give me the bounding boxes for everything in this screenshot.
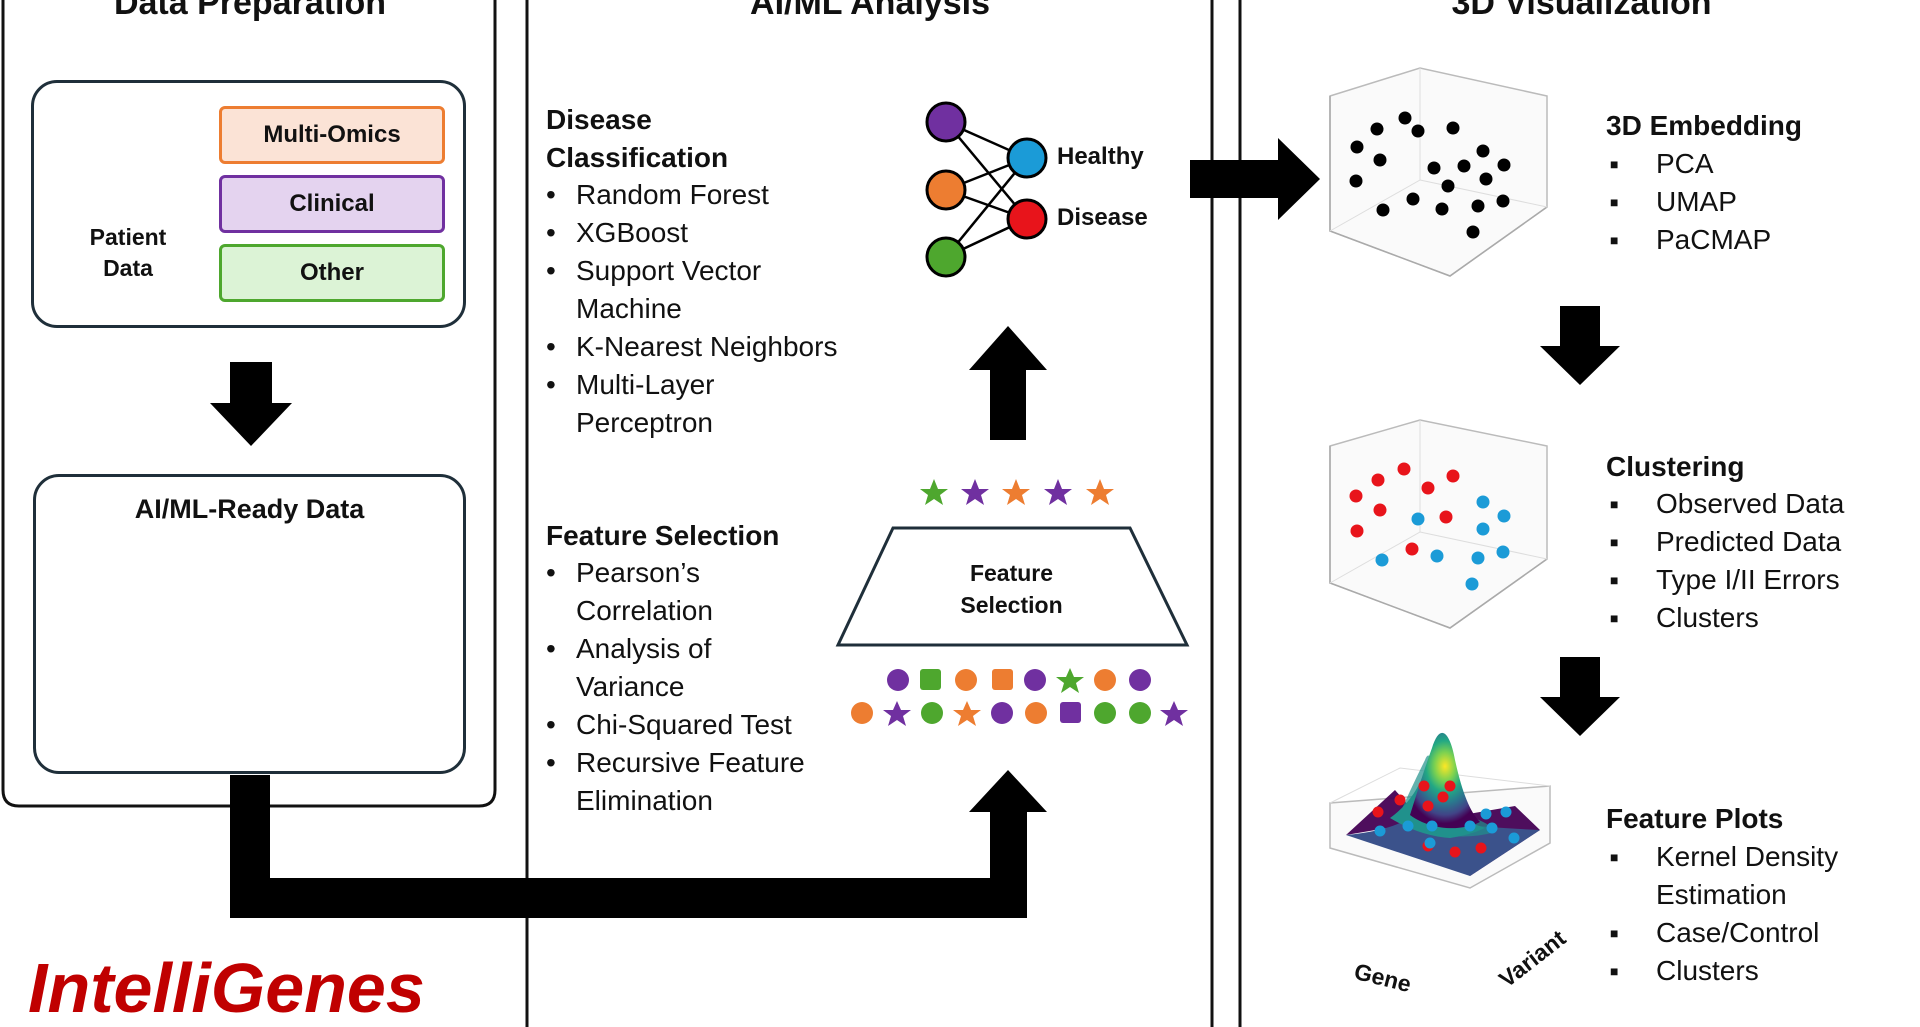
selection-method-item: •Analysis of xyxy=(546,633,712,664)
patient-data-label: Patient Data xyxy=(60,222,196,284)
feature-plot-item-continued: Estimation xyxy=(1656,879,1787,910)
classifier-list: •Random Forest •XGBoost •Support Vector … xyxy=(546,176,837,442)
classification-heading-line1: Disease xyxy=(546,104,652,135)
network-output-healthy: Healthy xyxy=(1057,143,1144,170)
network-output-disease: Disease xyxy=(1057,204,1148,231)
clustering-item: ■Predicted Data xyxy=(1610,526,1842,557)
selection-method-item: •Pearson’s xyxy=(546,557,701,588)
clustering-item: ■Clusters xyxy=(1610,602,1759,633)
right-arrow-viz xyxy=(1190,138,1320,220)
feature-plot-item: ■Kernel Density xyxy=(1610,841,1839,872)
embedding-item: ■UMAP xyxy=(1610,186,1737,217)
feature-plots-list: ■Kernel Density Estimation ■Case/Control… xyxy=(1606,838,1838,990)
patient-label-line1: Patient xyxy=(89,224,167,250)
selection-method-item-continued: Correlation xyxy=(576,595,713,626)
down-arrow-viz-1 xyxy=(1540,306,1620,385)
classifier-item: •XGBoost xyxy=(546,217,689,248)
candidate-features-rows xyxy=(851,668,1188,726)
embedding-list: ■PCA ■UMAP ■PaCMAP xyxy=(1606,145,1771,259)
funnel-label-line2: Selection xyxy=(960,592,1063,618)
classifier-item: •Random Forest xyxy=(546,179,769,210)
tag-other: Other xyxy=(219,244,445,302)
classifier-item: •K-Nearest Neighbors xyxy=(546,331,838,362)
clustering-list: ■Observed Data ■Predicted Data ■Type I/I… xyxy=(1606,485,1844,637)
clustering-item: ■Type I/II Errors xyxy=(1610,564,1840,595)
tag-clinical: Clinical xyxy=(219,175,445,233)
selection-method-item: •Recursive Feature xyxy=(546,747,805,778)
feature-selection-funnel xyxy=(835,526,1190,647)
selection-method-item-continued: Variance xyxy=(576,671,685,702)
embedding-item: ■PaCMAP xyxy=(1610,224,1772,255)
brand-logo-text: IntelliGenes xyxy=(28,949,425,1027)
ready-data-title: AI/ML-Ready Data xyxy=(134,494,365,524)
embedding-item: ■PCA xyxy=(1610,148,1714,179)
clustering-item: ■Observed Data xyxy=(1610,488,1845,519)
selection-method-item: •Chi-Squared Test xyxy=(546,709,792,740)
up-arrow-ml xyxy=(969,326,1047,440)
clustering-3d-plot xyxy=(1329,419,1548,629)
classifier-item-continued: Perceptron xyxy=(576,407,713,438)
classifier-item: •Support Vector xyxy=(546,255,762,286)
clustering-heading: Clustering xyxy=(1606,451,1745,482)
feature-plot-item: ■Case/Control xyxy=(1610,917,1820,948)
feature-density-plot xyxy=(1329,732,1551,889)
selection-heading: Feature Selection xyxy=(546,520,780,551)
embedding-3d-plot xyxy=(1329,67,1548,277)
embedding-heading: 3D Embedding xyxy=(1606,110,1803,141)
classifier-item: •Multi-Layer xyxy=(546,369,715,400)
down-arrow-prep xyxy=(210,362,292,446)
prep-panel-title: Data Preparation xyxy=(113,0,387,22)
funnel-label: Feature Selection xyxy=(893,557,1130,621)
selection-method-list: •Pearson’s Correlation •Analysis of Vari… xyxy=(546,554,805,820)
feature-plots-heading: Feature Plots xyxy=(1606,803,1784,834)
down-arrow-viz-2 xyxy=(1540,657,1620,736)
tag-multi-omics: Multi-Omics xyxy=(219,106,445,164)
feature-plot-item: ■Clusters xyxy=(1610,955,1759,986)
ready-data-box xyxy=(33,474,466,774)
selected-features-row xyxy=(920,479,1114,505)
ml-panel-title: AI/ML Analysis xyxy=(750,0,990,22)
neural-network-diagram xyxy=(925,101,1048,278)
viz-panel-title: 3D Visualization xyxy=(1451,0,1712,22)
classifier-item-continued: Machine xyxy=(576,293,682,324)
connector-arrow xyxy=(230,770,1047,918)
selection-method-item-continued: Elimination xyxy=(576,785,713,816)
classification-heading: Disease Classification xyxy=(546,101,728,177)
classification-heading-line2: Classification xyxy=(546,142,729,173)
patient-label-line2: Data xyxy=(103,255,153,281)
funnel-label-line1: Feature xyxy=(969,560,1054,586)
